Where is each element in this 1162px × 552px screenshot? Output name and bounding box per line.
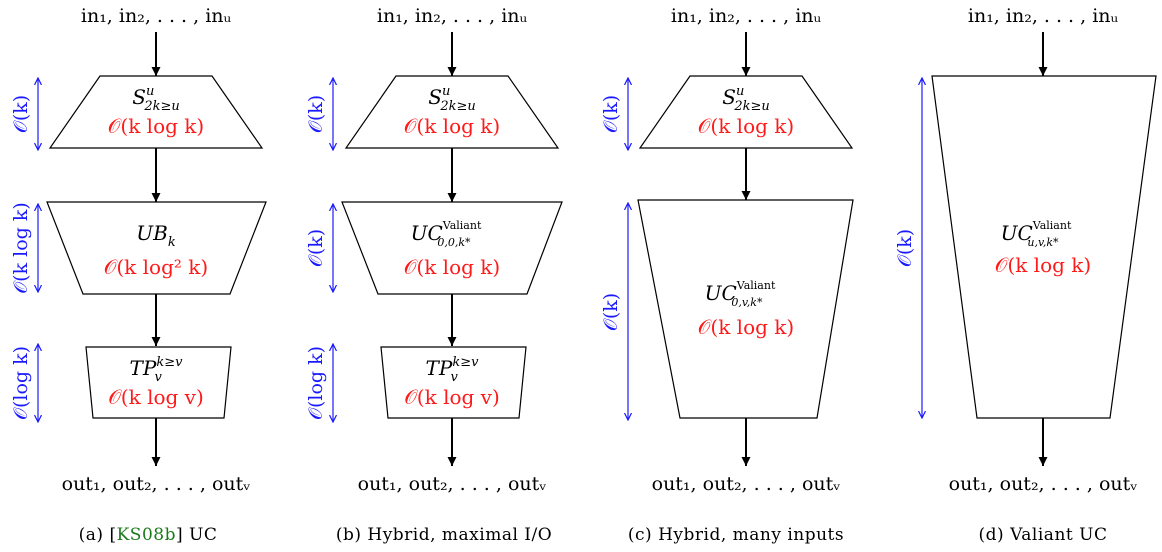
block-name: S xyxy=(722,85,736,109)
valiant-block xyxy=(341,201,563,295)
height-label: 𝒪(log k) xyxy=(305,346,327,420)
cost-label: 𝒪(k log v) xyxy=(404,385,500,409)
switch-block xyxy=(344,75,560,149)
truncation-block xyxy=(85,346,232,419)
height-label: 𝒪(k) xyxy=(600,293,622,331)
panel-d-caption: (d) Valiant UC xyxy=(979,525,1108,545)
cost-label: 𝒪(k log v) xyxy=(108,385,204,409)
height-label: 𝒪(k log k) xyxy=(10,202,32,294)
block-name: TP xyxy=(130,356,157,380)
block-name: UC xyxy=(1001,221,1033,245)
panel-d-outputs: out₁, out₂, . . . , outᵥ xyxy=(949,473,1138,495)
valiant-block xyxy=(637,199,854,419)
valiant-block xyxy=(931,75,1157,419)
panel-a-outputs: out₁, out₂, . . . , outᵥ xyxy=(62,473,251,495)
cost-label: 𝒪(k log² k) xyxy=(104,255,208,279)
panel-b-caption: (b) Hybrid, maximal I/O xyxy=(336,525,552,545)
block-name: UC xyxy=(705,281,737,305)
height-label: 𝒪(k) xyxy=(894,229,916,267)
panel-c-caption: (c) Hybrid, many inputs xyxy=(628,525,844,545)
cost-label: 𝒪(k log k) xyxy=(404,114,500,138)
block-name: S xyxy=(428,85,442,109)
universal-block xyxy=(46,201,267,295)
svg-text:TPk≥vv: TPk≥vv xyxy=(426,355,480,385)
panel-c-outputs: out₁, out₂, . . . , outᵥ xyxy=(652,473,841,495)
panel-c-inputs: in₁, in₂, . . . , inᵤ xyxy=(671,5,822,27)
block-name: UB xyxy=(136,221,168,245)
block-name: UC xyxy=(411,221,443,245)
cost-label: 𝒪(k log k) xyxy=(108,114,204,138)
cost-label: 𝒪(k log k) xyxy=(698,315,794,339)
cost-label: 𝒪(k log k) xyxy=(404,255,500,279)
switch-block xyxy=(48,75,264,149)
block-name: TP xyxy=(426,356,453,380)
truncation-block xyxy=(380,346,527,419)
cost-label: 𝒪(k log k) xyxy=(698,114,794,138)
height-label: 𝒪(k) xyxy=(10,95,32,133)
panel-b-outputs: out₁, out₂, . . . , outᵥ xyxy=(358,473,547,495)
cost-label: 𝒪(k log k) xyxy=(995,253,1091,277)
panel-d-inputs: in₁, in₂, . . . , inᵤ xyxy=(968,5,1119,27)
panel-b-inputs: in₁, in₂, . . . , inᵤ xyxy=(377,5,528,27)
citation-link: KS08b xyxy=(117,525,176,545)
panel-a-inputs: in₁, in₂, . . . , inᵤ xyxy=(81,5,232,27)
panel-a-caption: (a) [KS08b] UC xyxy=(79,525,218,545)
height-label: 𝒪(k) xyxy=(305,95,327,133)
svg-text:TPk≥vv: TPk≥vv xyxy=(130,355,184,385)
height-label: 𝒪(log k) xyxy=(10,346,32,420)
switch-block xyxy=(638,75,854,149)
height-label: 𝒪(k) xyxy=(600,95,622,133)
svg-text:UBk: UBk xyxy=(136,221,176,250)
block-name: S xyxy=(132,85,146,109)
height-label: 𝒪(k) xyxy=(305,229,327,267)
